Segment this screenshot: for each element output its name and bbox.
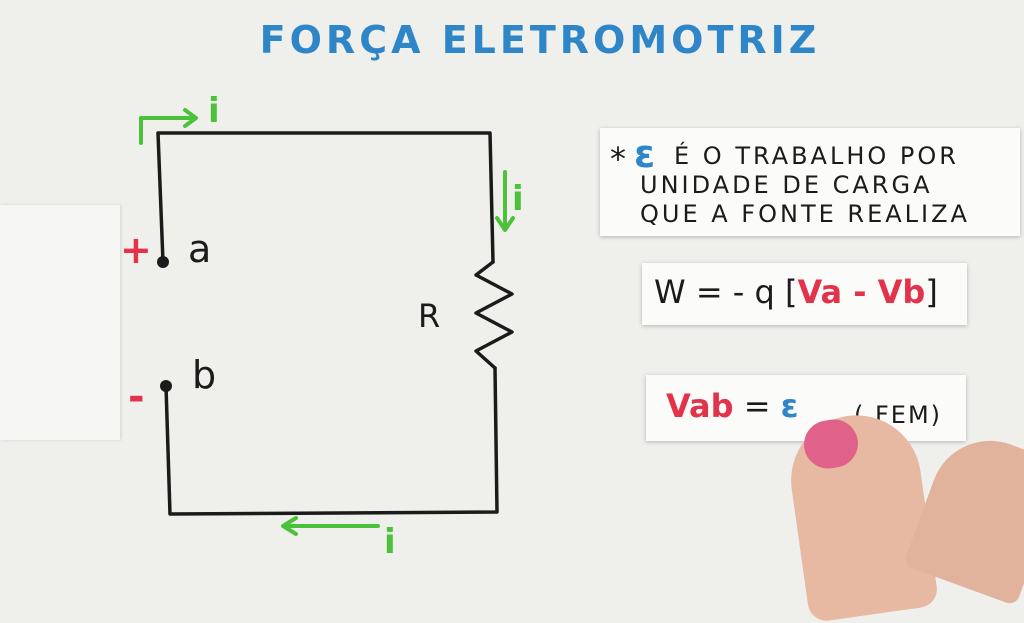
equals-sign: = <box>743 387 771 425</box>
definition-line-1: É O TRABALHO POR <box>674 142 959 170</box>
work-formula-right: ] <box>925 273 938 311</box>
circuit-diagram: i i i a b + - R <box>120 91 524 562</box>
plus-sign: + <box>120 228 152 272</box>
wire-top <box>156 131 495 264</box>
wire-bottom <box>164 366 499 516</box>
terminal-b-label: b <box>192 353 216 397</box>
emf-formula-card: Vab = ε ( FEM) <box>646 375 966 441</box>
current-arrow-top <box>139 108 198 145</box>
definition-card: * ε É O TRABALHO POR UNIDADE DE CARGA QU… <box>600 128 1020 236</box>
current-label-top: i <box>208 91 220 131</box>
resistor-zigzag <box>474 260 514 370</box>
page-title: FORÇA ELETROMOTRIZ <box>259 18 821 62</box>
work-formula-card: W = - q [Va - Vb] <box>642 263 967 325</box>
resistor-label: R <box>418 297 440 335</box>
emf-symbol-formula: ε <box>780 387 799 425</box>
terminal-b-node <box>160 380 172 392</box>
bullet-asterisk: * <box>610 140 626 178</box>
emf-symbol: ε <box>634 132 656 176</box>
terminal-a-node <box>157 256 169 268</box>
definition-line-2: UNIDADE DE CARGA <box>640 171 933 199</box>
page: FORÇA ELETROMOTRIZ i i i a b + - R * ε É… <box>0 18 1024 623</box>
terminal-a-label: a <box>188 227 211 271</box>
vab-label: Vab <box>666 387 734 425</box>
minus-sign: - <box>128 374 145 420</box>
paper-edge <box>0 205 120 440</box>
current-arrow-bottom <box>281 516 380 536</box>
work-formula-left: W = - q [ <box>654 273 798 311</box>
current-label-right: i <box>512 179 524 219</box>
definition-line-3: QUE A FONTE REALIZA <box>640 200 970 228</box>
potential-difference: Va - Vb <box>797 273 926 311</box>
current-label-bottom: i <box>384 522 396 562</box>
current-arrow-right <box>495 170 515 232</box>
